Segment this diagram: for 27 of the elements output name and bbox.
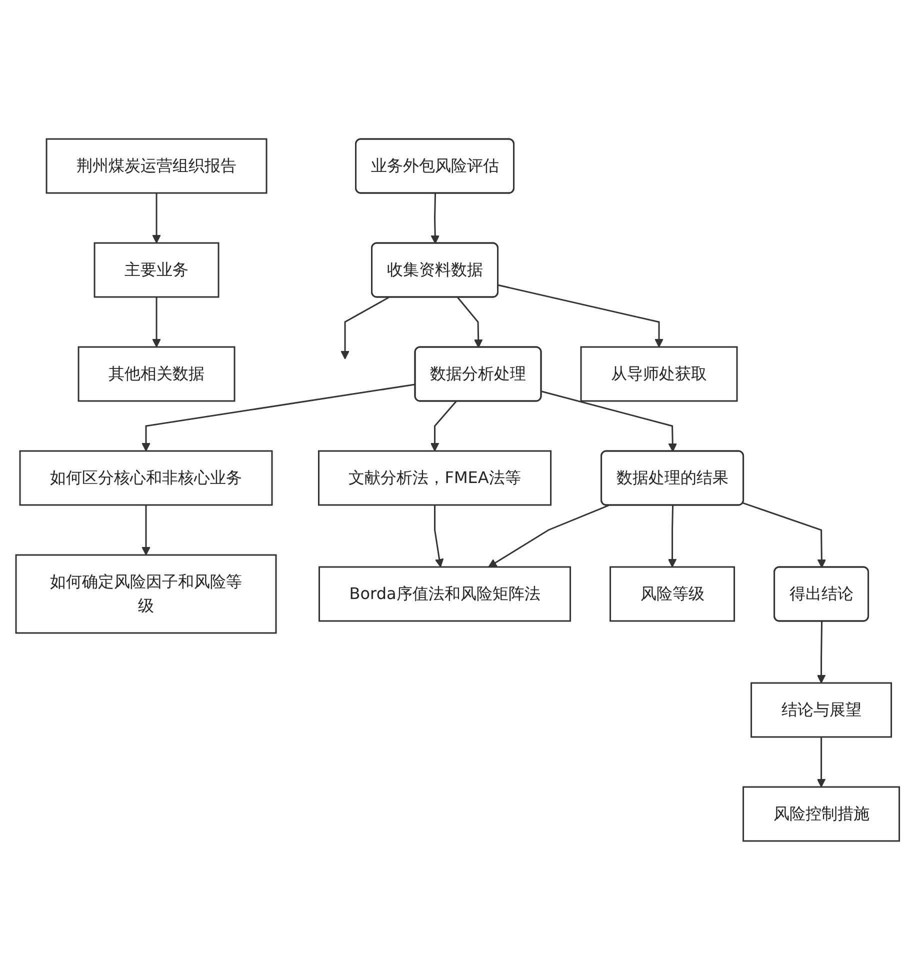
arrow [141,505,150,556]
arrow [541,390,677,452]
arrow [816,736,826,788]
arrow [488,504,609,568]
node-box: 风险等级 [609,566,735,622]
arrow [742,502,826,568]
arrow [816,621,826,684]
node-box: 荆州煤炭运营组织报告 [46,138,268,194]
node-box: 结论与展望 [750,682,892,738]
arrow [668,505,677,568]
node-box: 主要业务 [94,242,220,298]
node-box: 如何区分核心和非核心业务 [19,450,273,506]
node-box: 从导师处获取 [580,346,738,402]
arrow [457,297,483,348]
arrow [152,193,161,244]
arrow [340,296,389,360]
arrow [434,505,444,568]
node-box: 如何确定风险因子和风险等级 [15,554,277,634]
node-box: 风险控制措施 [742,786,900,842]
arrow [498,284,664,348]
arrow [152,297,161,348]
arrow [430,401,456,452]
arrow [430,193,440,244]
node-box: 其他相关数据 [78,346,236,402]
node-box: 文献分析法，FMEA法等 [318,450,552,506]
arrow [141,384,416,452]
node-box: Borda序值法和风险矩阵法 [318,566,571,622]
